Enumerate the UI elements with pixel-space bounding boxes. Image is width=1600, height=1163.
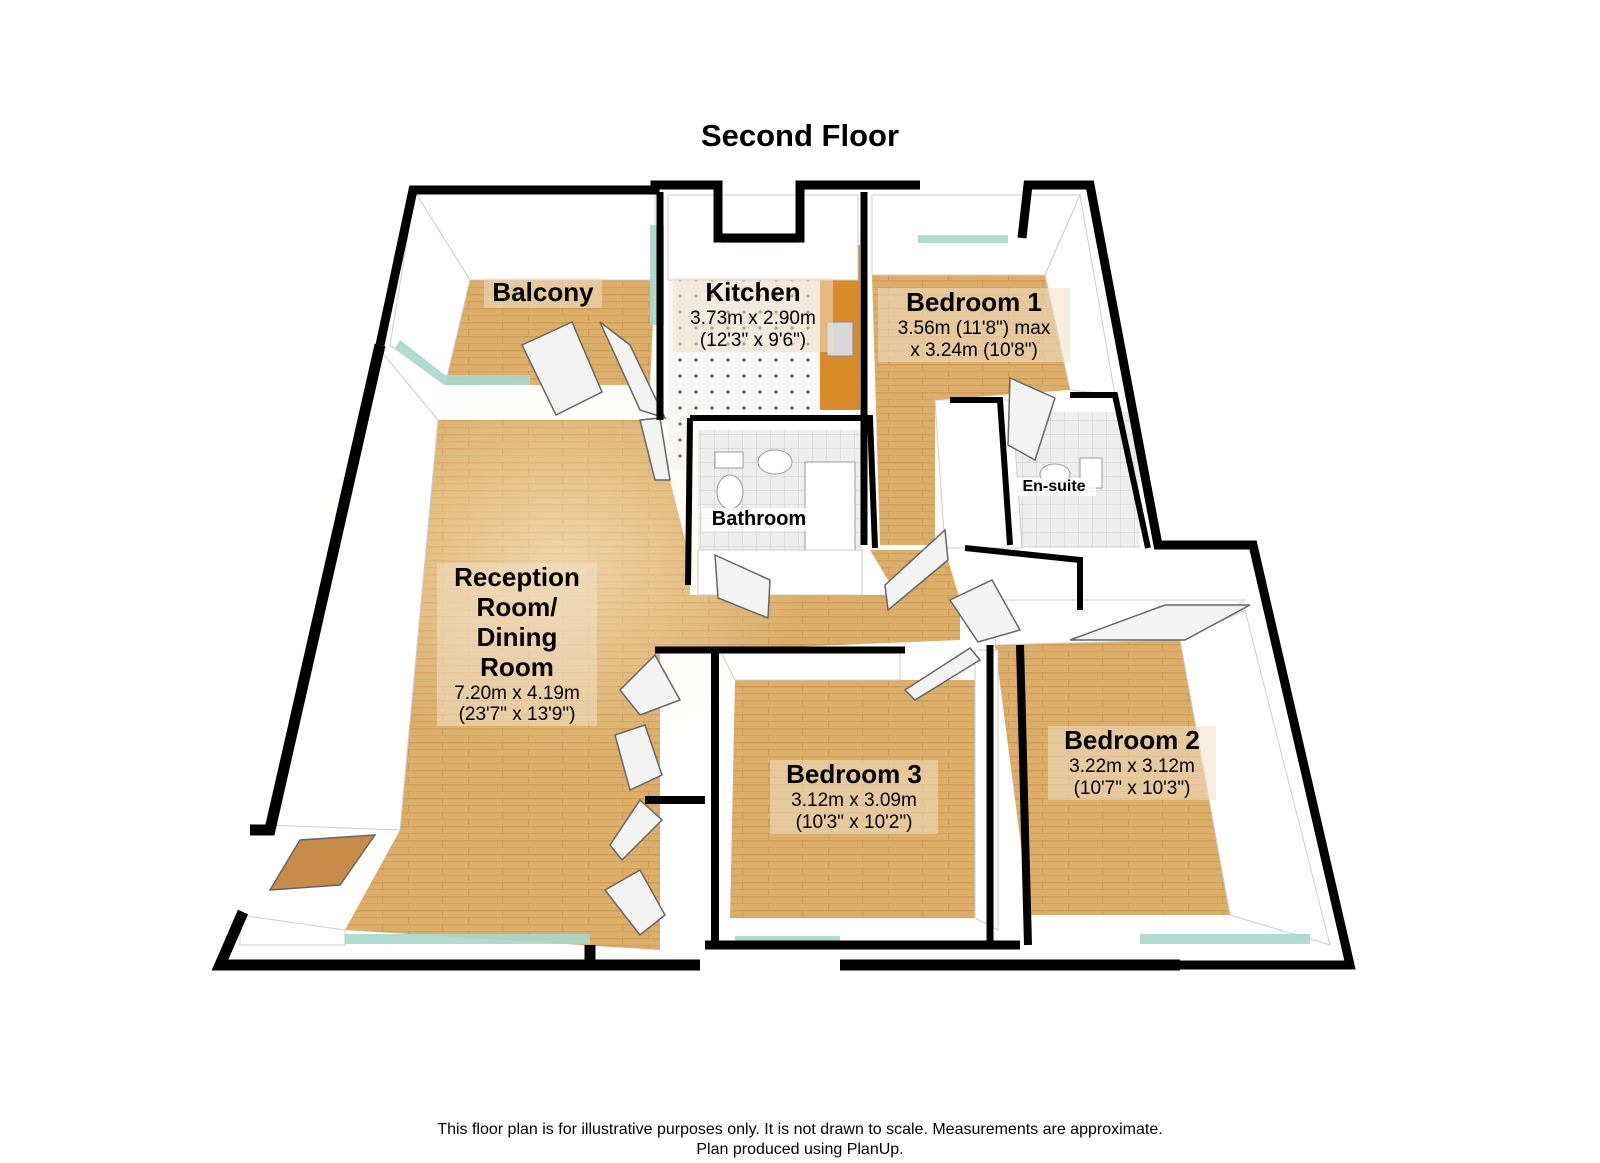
cupboard-door-b [1069, 604, 1251, 641]
label-reception: Reception Room/ Dining Room 7.20m x 4.19… [437, 562, 597, 727]
outer-wall-left [250, 343, 386, 836]
wall-hall-cupboard [964, 545, 1083, 610]
bedroom1-door [884, 528, 949, 612]
label-bedroom1: Bedroom 1 3.56m (11'8") max x 3.24m (10'… [878, 287, 1070, 362]
label-kitchen: Kitchen 3.73m x 2.90m (12'3" x 9'6") [673, 277, 833, 352]
reception-cupboard-door-3 [609, 798, 664, 862]
reception-cupboard-door-2 [614, 724, 663, 792]
ensuite-door [1007, 376, 1056, 462]
bedroom3-dim-imperial: (10'3" x 10'2") [795, 811, 913, 833]
cupboard-door-a [948, 579, 1022, 643]
label-bedroom3: Bedroom 3 3.12m x 3.09m (10'3" x 10'2") [770, 759, 938, 834]
reception-cupboard-door-1 [618, 653, 682, 716]
wall-faces [239, 190, 1331, 946]
reception-name-line4: Room [480, 651, 554, 682]
plan-title: Second Floor [700, 118, 900, 153]
bedroom1-name: Bedroom 1 [906, 287, 1042, 317]
wall-bedroom2-left [1016, 644, 1032, 946]
kitchen-name: Kitchen [705, 277, 801, 307]
wall-ensuite [950, 397, 1013, 546]
toilet-cistern [714, 451, 744, 469]
balcony-door-left [520, 320, 603, 417]
ensuite-name: En-suite [1022, 478, 1086, 495]
disclaimer-line2: Plan produced using PlanUp. [696, 1141, 904, 1158]
label-balcony: Balcony [484, 277, 602, 308]
disclaimer: This floor plan is for illustrative purp… [0, 1120, 1600, 1160]
bedroom2-name: Bedroom 2 [1064, 725, 1200, 755]
kitchen-dim-imperial: (12'3" x 9'6") [699, 329, 807, 351]
outer-wall-top [375, 180, 920, 346]
label-ensuite: En-suite [1012, 478, 1096, 497]
label-bathroom: Bathroom [702, 508, 816, 531]
bath-tub [804, 461, 856, 551]
kitchen-door [639, 417, 671, 481]
balcony-glass-panel [395, 340, 530, 385]
reception-light-glow [310, 360, 810, 760]
bedroom3-top-wall [719, 649, 901, 681]
wall-ensuite-right [1070, 392, 1151, 549]
reception-window [345, 934, 590, 944]
outer-wall-top-right [1017, 180, 1356, 970]
kitchen-dim-metric: 3.73m x 2.90m [690, 307, 816, 329]
bedroom2-door [903, 647, 982, 701]
wall-bathroom-box [690, 415, 878, 549]
bedroom1-dim-line1: 3.56m (11'8") max [897, 317, 1051, 339]
doors [268, 320, 1251, 937]
bedroom2-dim-metric: 3.22m x 3.12m [1069, 755, 1195, 777]
reception-front-wall [239, 914, 346, 946]
outer-wall-bottom-mid [584, 945, 700, 971]
outer-wall-bottom-left [211, 909, 590, 971]
basin [757, 449, 793, 475]
reception-name-line1: Reception [454, 562, 580, 592]
reception-cupboard-door-4 [603, 868, 666, 937]
bedroom2-dim-imperial: (10'7" x 10'3") [1073, 777, 1191, 799]
bedroom1-window [918, 235, 1008, 243]
walls [211, 180, 1356, 971]
reception-dim-imperial: (23'7" x 13'9") [458, 704, 576, 726]
wall-bathroom-left [685, 417, 693, 586]
balcony-door-right [599, 321, 667, 420]
label-bedroom2: Bedroom 2 3.22m x 3.12m (10'7" x 10'3") [1048, 725, 1216, 800]
bedroom2-window [1140, 934, 1310, 944]
bedroom1-dim-line2: x 3.24m (10'8") [910, 339, 1038, 361]
disclaimer-line1: This floor plan is for illustrative purp… [437, 1121, 1163, 1138]
bathroom-door [714, 553, 771, 620]
balcony-name: Balcony [492, 277, 594, 307]
bedroom3-dim-metric: 3.12m x 3.09m [791, 789, 917, 811]
bedroom3-name: Bedroom 3 [786, 759, 922, 789]
front-entrance-door [268, 834, 377, 891]
toilet-bowl [716, 474, 744, 510]
reception-name-line3: Dining [476, 621, 558, 652]
reception-name-line2: Room/ [476, 591, 558, 622]
reception-dim-metric: 7.20m x 4.19m [454, 682, 580, 704]
bathroom-name: Bathroom [711, 508, 807, 530]
